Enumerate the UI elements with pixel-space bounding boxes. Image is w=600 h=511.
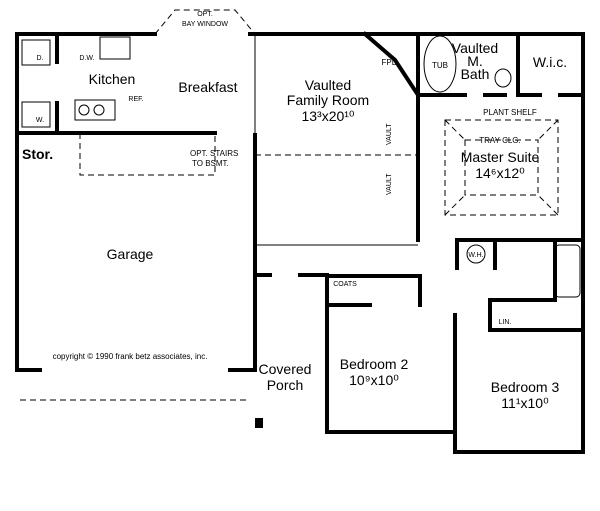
stairs-label-1: OPT. STAIRS <box>190 149 238 158</box>
interior-walls <box>55 31 585 332</box>
room-labels: Kitchen Breakfast Vaulted Family Room 13… <box>22 11 567 411</box>
bedroom3-label: Bedroom 3 <box>491 379 560 395</box>
family-room-label-1: Vaulted <box>305 77 351 93</box>
bedroom3-dimensions: 11¹x10⁰ <box>501 395 549 411</box>
bath-label-1: Vaulted <box>452 40 498 56</box>
bay-window-label-2: BAY WINDOW <box>182 21 228 28</box>
porch-column <box>255 418 263 428</box>
bath-label-3: Bath <box>461 66 490 82</box>
storage-label: Stor. <box>22 146 53 162</box>
plant-shelf-label: PLANT SHELF <box>483 108 537 117</box>
linen-label: LIN. <box>499 319 512 326</box>
dryer-label: D. <box>37 55 44 62</box>
stairs-label-2: TO BSMT. <box>192 159 229 168</box>
copyright-notice: copyright © 1990 frank betz associates, … <box>53 352 208 361</box>
bay-window-label-1: OPT. <box>197 11 213 18</box>
bedroom2-label: Bedroom 2 <box>340 356 409 372</box>
tray-ceiling-label: TRAY CLG. <box>479 136 521 145</box>
kitchen-label: Kitchen <box>89 71 136 87</box>
porch-label-1: Covered <box>259 361 312 377</box>
family-room-dimensions: 13³x20¹⁰ <box>301 108 354 124</box>
coats-label: COATS <box>333 281 357 288</box>
vault-label-lower: VAULT <box>386 173 393 195</box>
master-suite-label: Master Suite <box>461 149 540 165</box>
vault-label-upper: VAULT <box>386 123 393 145</box>
fixtures <box>20 9 581 428</box>
fireplace-label: FPL. <box>382 58 399 67</box>
garage-label: Garage <box>107 246 154 262</box>
dishwasher-label: D.W. <box>79 55 94 62</box>
porch-label-2: Porch <box>267 377 304 393</box>
tub-label: TUB <box>432 61 448 70</box>
bath-label-2: M. <box>467 53 483 69</box>
refrigerator-label: REF. <box>128 96 143 103</box>
wic-label: W.i.c. <box>533 54 567 70</box>
breakfast-label: Breakfast <box>178 79 237 95</box>
water-heater-label: W.H. <box>468 252 483 259</box>
washer-label: W. <box>36 117 44 124</box>
master-suite-dimensions: 14⁶x12⁰ <box>475 165 525 181</box>
family-room-label-2: Family Room <box>287 92 369 108</box>
bedroom2-dimensions: 10⁹x10⁰ <box>349 372 399 388</box>
